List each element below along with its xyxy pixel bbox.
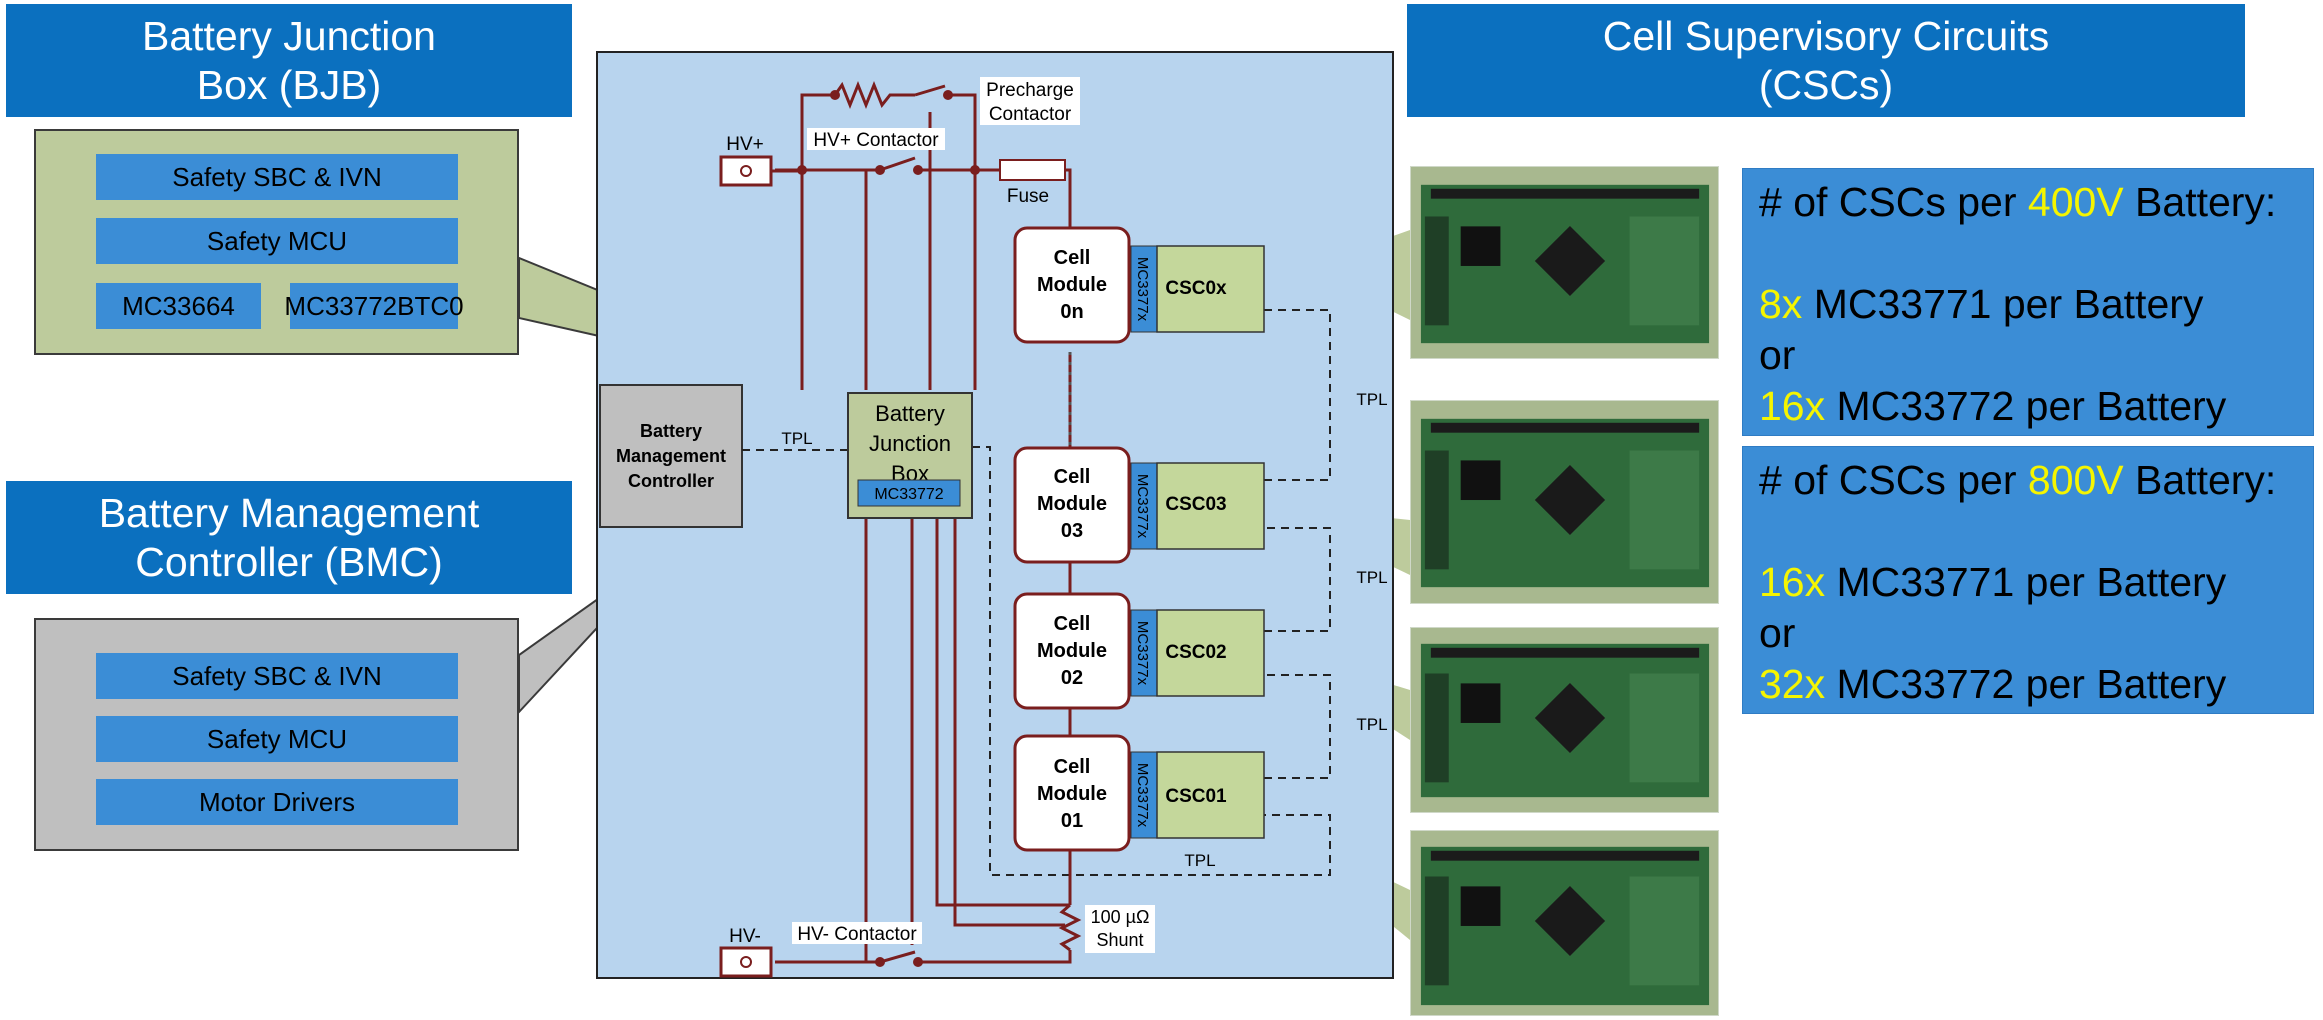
bjb-chip-safety-sbc: Safety SBC & IVN <box>96 154 458 200</box>
junction-box-line-1: Battery <box>875 401 945 426</box>
cell-module-03-line-2: Module <box>1037 493 1107 515</box>
cell-module-02-line-2: Module <box>1037 640 1107 662</box>
csc-01-board <box>1156 751 1265 839</box>
cell-module-01-line-1: Cell <box>1054 756 1091 778</box>
csc-03-label: CSC03 <box>1165 494 1226 515</box>
cell-module-0n <box>1013 226 1131 344</box>
mc-chip-0n <box>1130 245 1158 333</box>
junction-box-line-2: Junction <box>869 431 951 456</box>
cell-module-03 <box>1013 446 1131 564</box>
csc-01-label: CSC01 <box>1165 786 1227 807</box>
bmc-chip-safety-sbc: Safety SBC & IVN <box>96 653 458 699</box>
mc-chip-02 <box>1130 609 1158 697</box>
cell-module-03-line-3: 03 <box>1061 520 1083 542</box>
tpl-label-bmc: TPL <box>781 429 812 448</box>
bjb-chip-mc33772btc0: MC33772BTC0 <box>284 283 464 329</box>
hv-minus-contactor-label: HV- Contactor <box>797 924 917 945</box>
cell-module-0n-line-2: Module <box>1037 274 1107 296</box>
tpl-label-01: TPL <box>1184 851 1215 870</box>
mc-chip-01 <box>1130 751 1158 839</box>
csc-info-800v: # of CSCs per 800V Battery: 16x MC33771 … <box>1742 446 2314 714</box>
tpl-label-0n: TPL <box>1356 390 1387 409</box>
csc-02-board <box>1156 609 1265 697</box>
shunt-label-2: Shunt <box>1096 930 1143 950</box>
csc-0x-label: CSC0x <box>1165 278 1227 299</box>
csc-info-400v: # of CSCs per 400V Battery: 8x MC33771 p… <box>1742 168 2314 436</box>
csc-board-photo-3 <box>1410 627 1719 813</box>
bmc-box <box>599 384 743 528</box>
bjb-chip-mc33664: MC33664 <box>96 283 261 329</box>
mc-chip-0n-label: MC3377x <box>1134 257 1151 322</box>
mc-chip-03 <box>1130 462 1158 550</box>
hv-minus-label: HV- <box>729 926 761 947</box>
csc-board-photo-1 <box>1410 166 1719 359</box>
shunt-label-1: 100 µΩ <box>1091 907 1150 927</box>
csc-board-photo-2 <box>1410 400 1719 604</box>
bjb-chip-safety-mcu: Safety MCU <box>96 218 458 264</box>
cell-module-01-line-3: 01 <box>1061 810 1083 832</box>
bmc-chip-motor-drivers: Motor Drivers <box>96 779 458 825</box>
cell-module-0n-line-1: Cell <box>1054 247 1091 269</box>
fuse-label: Fuse <box>1007 186 1049 207</box>
cell-module-02-line-1: Cell <box>1054 613 1091 635</box>
mc-chip-03-label: MC3377x <box>1134 474 1151 539</box>
cell-module-02-line-3: 02 <box>1061 667 1083 689</box>
junction-chip-label: MC33772 <box>874 486 943 503</box>
hv-plus-contactor-label: HV+ Contactor <box>813 130 939 151</box>
precharge-label-2: Contactor <box>989 104 1072 125</box>
hv-plus-terminal <box>719 155 773 187</box>
mc-chip-02-label: MC3377x <box>1134 621 1151 686</box>
bmc-chip-safety-mcu: Safety MCU <box>96 716 458 762</box>
bmc-box-line-3: Controller <box>628 471 714 491</box>
csc-header: Cell Supervisory Circuits (CSCs) <box>1407 4 2245 117</box>
cell-module-0n-line-3: 0n <box>1060 301 1083 323</box>
csc-0x-board <box>1156 245 1265 333</box>
cell-module-03-line-1: Cell <box>1054 466 1091 488</box>
cell-module-02 <box>1013 592 1131 710</box>
bmc-header: Battery Management Controller (BMC) <box>6 481 572 594</box>
hv-plus-label: HV+ <box>726 134 764 155</box>
cell-module-01-line-2: Module <box>1037 783 1107 805</box>
csc-board-photo-4 <box>1410 830 1719 1016</box>
mc-chip-01-label: MC3377x <box>1134 763 1151 828</box>
cell-module-01 <box>1013 734 1131 852</box>
precharge-label-1: Precharge <box>986 80 1074 101</box>
hv-minus-terminal <box>719 946 773 978</box>
bmc-box-line-2: Management <box>616 446 726 466</box>
tpl-label-02: TPL <box>1356 715 1387 734</box>
tpl-label-03: TPL <box>1356 568 1387 587</box>
junction-chip <box>857 479 961 507</box>
bmc-box-line-1: Battery <box>640 421 702 441</box>
csc-03-board <box>1156 462 1265 550</box>
csc-02-label: CSC02 <box>1165 642 1226 663</box>
fuse-symbol <box>999 159 1066 181</box>
bjb-header: Battery Junction Box (BJB) <box>6 4 572 117</box>
